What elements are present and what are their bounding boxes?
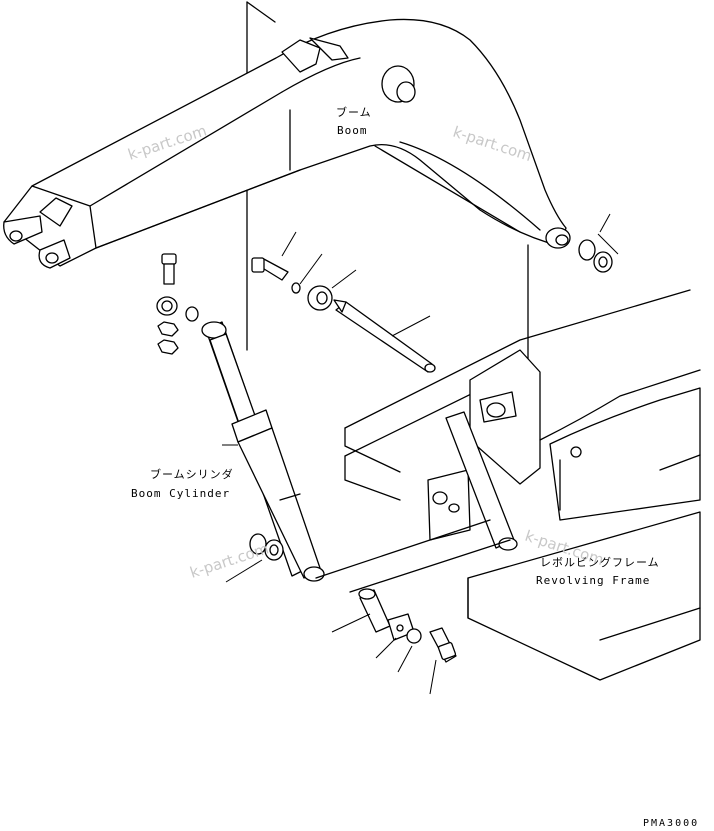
cylinder-label-en: Boom Cylinder [131,487,230,500]
cylinder-foot-pin-assembly [331,588,457,695]
watermark-3: k-part.com [188,539,271,581]
boom [3,18,619,273]
frame-label-jp: レボルビングフレーム [540,555,660,569]
drawing-code: PMA3000 [643,818,699,829]
revolving-frame [315,289,701,681]
boom-cylinder [201,321,325,583]
boom-foot-pin-assembly [251,231,436,373]
boom-label-jp: ブーム [336,105,372,119]
cylinder-head-fasteners [156,253,199,355]
frame-label-en: Revolving Frame [536,574,650,587]
boom-label-en: Boom [337,124,368,137]
cylinder-label-jp: ブームシリンダ [150,467,234,481]
